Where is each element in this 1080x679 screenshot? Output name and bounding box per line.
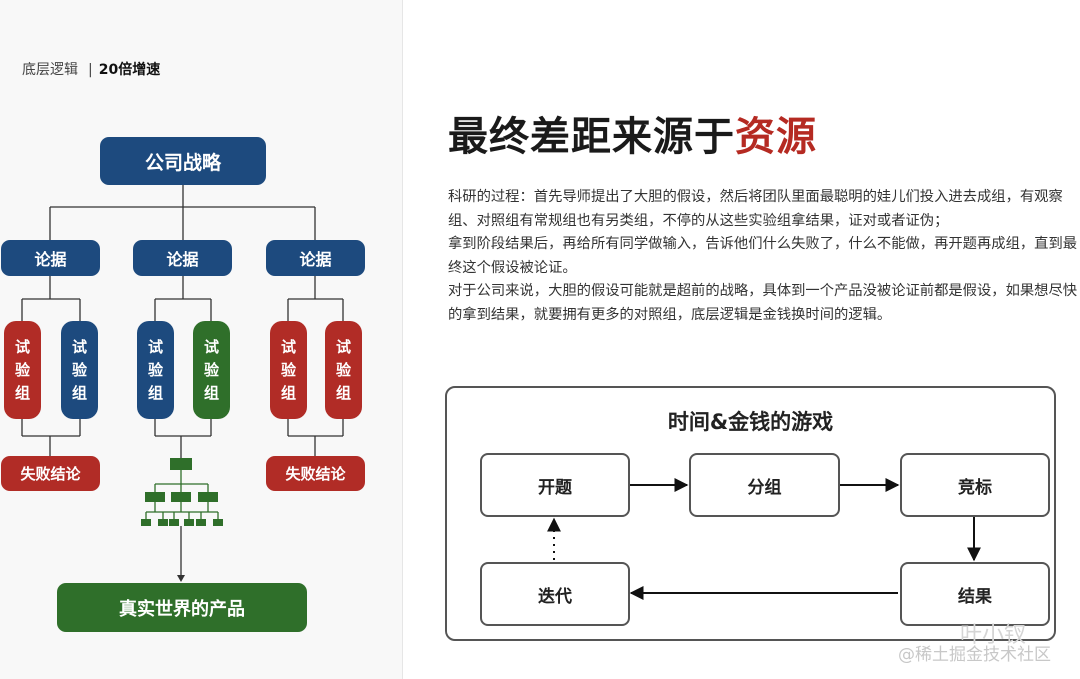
real-world-product-node: 真实世界的产品 — [57, 583, 307, 632]
breadcrumb-separator: | — [88, 62, 93, 78]
breadcrumb-current: 20倍增速 — [98, 62, 161, 78]
step-result: 结果 — [900, 562, 1050, 626]
watermark-site: @稀土掘金技术社区 — [898, 645, 1051, 665]
breadcrumb-section[interactable]: 底层逻辑 — [22, 62, 78, 78]
experiment-group-5: 试验组 — [270, 321, 307, 419]
failure-conclusion-1: 失败结论 — [1, 456, 100, 491]
watermark-author: 叶小钗 — [960, 623, 1027, 648]
article-body: 科研的过程：首先导师提出了大胆的假设，然后将团队里面最聪明的娃儿们投入进去成组，… — [448, 186, 1078, 327]
game-diagram-title: 时间&金钱的游戏 — [667, 410, 834, 434]
failure-conclusion-2: 失败结论 — [266, 456, 365, 491]
title-highlight: 资源 — [735, 114, 817, 160]
title-main: 最终差距来源于 — [448, 114, 735, 160]
step-iterate: 迭代 — [480, 562, 630, 626]
experiment-group-1: 试验组 — [4, 321, 41, 419]
evidence-node-2: 论据 — [133, 240, 232, 276]
evidence-node-3: 论据 — [266, 240, 365, 276]
paragraph-3: 对于公司来说，大胆的假设可能就是超前的战略，具体到一个产品没被论证前都是假设，如… — [448, 283, 1078, 323]
evidence-node-1: 论据 — [1, 240, 100, 276]
hierarchy-tree-icon — [141, 458, 223, 526]
breadcrumb: 底层逻辑 | 20倍增速 — [22, 59, 160, 79]
paragraph-1: 科研的过程：首先导师提出了大胆的假设，然后将团队里面最聪明的娃儿们投入进去成组，… — [448, 189, 1063, 229]
experiment-group-4: 试验组 — [193, 321, 230, 419]
paragraph-2: 拿到阶段结果后，再给所有同学做输入，告诉他们什么失败了，什么不能做，再开题再成组… — [448, 236, 1078, 276]
game-diagram-arrows — [547, 478, 981, 600]
strategy-node: 公司战略 — [100, 137, 266, 185]
panel-divider — [402, 0, 403, 679]
experiment-group-6: 试验组 — [325, 321, 362, 419]
experiment-group-3: 试验组 — [137, 321, 174, 419]
step-start-topic: 开题 — [480, 453, 630, 517]
org-chart-connectors — [21, 185, 344, 582]
game-diagram: 时间&金钱的游戏 开题 分组 竞标 结果 迭代 — [445, 386, 1056, 641]
step-competitive-bid: 竞标 — [900, 453, 1050, 517]
page-title: 最终差距来源于资源 — [448, 104, 817, 162]
experiment-group-2: 试验组 — [61, 321, 98, 419]
step-grouping: 分组 — [689, 453, 840, 517]
